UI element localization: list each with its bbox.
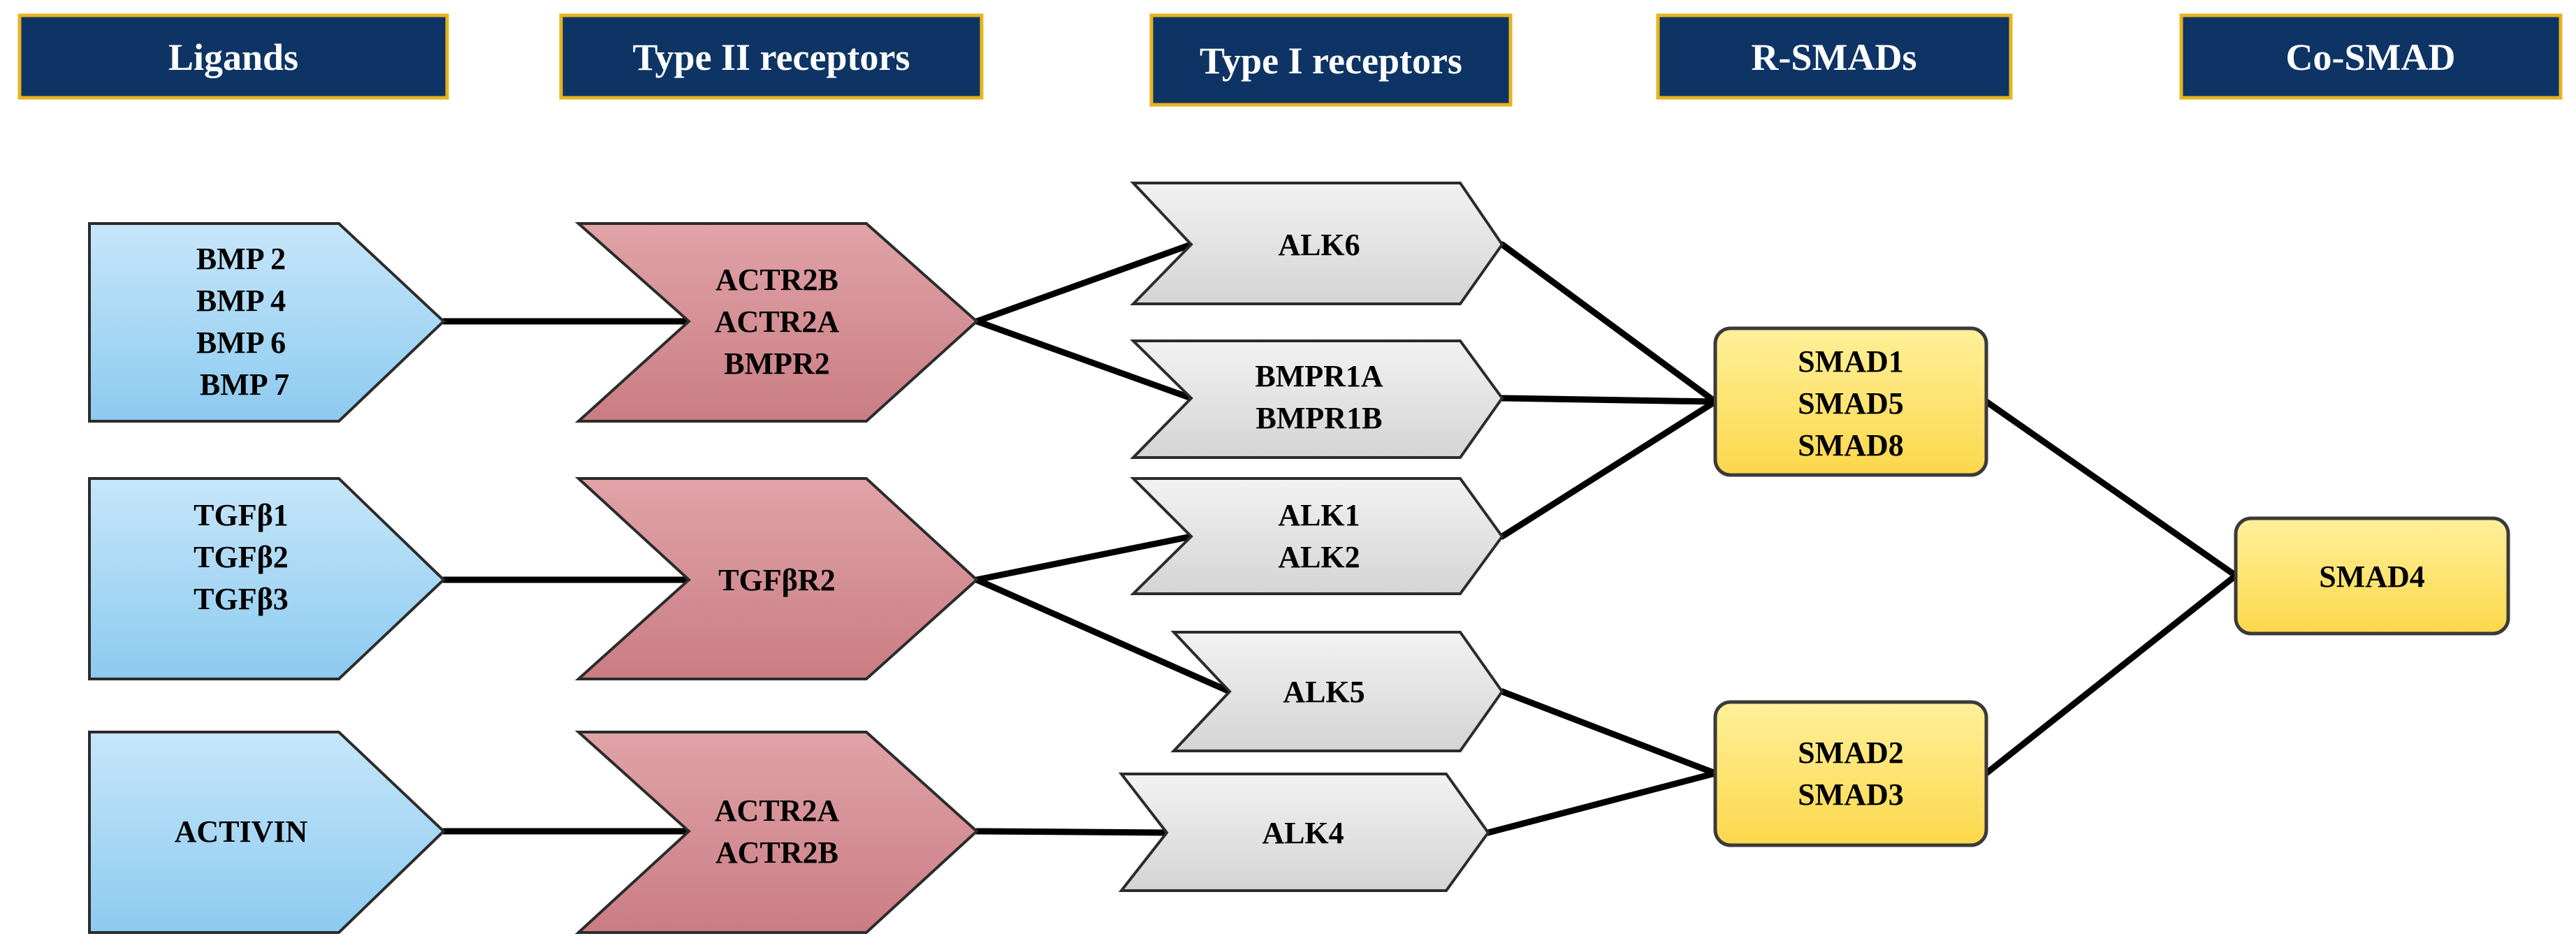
node-r2-tgfb-shape [574, 477, 979, 680]
header-ligands-box [17, 13, 449, 100]
node-r2-activin-line-1: ACTR2A [715, 794, 840, 828]
node-r1-alk12-line-1: ALK1 [1278, 498, 1360, 532]
node-r1-alk4-line-1: ALK4 [1262, 816, 1344, 850]
edge-r2-tgfb-to-r1-alk5 [973, 576, 1233, 695]
node-lig-bmp-line-4: BMP 7 [200, 367, 289, 402]
node-r1-alk4: ALK4 [1118, 773, 1490, 892]
edge-r1-alk5-to-rs-23 [1499, 688, 1719, 777]
node-rs-23-line-2: SMAD3 [1798, 777, 1904, 812]
edge-r1-alk4-to-rs-23 [1485, 770, 1719, 836]
header-type1-label: Type I receptors [1200, 40, 1462, 82]
node-lig-tgfb-shape [88, 477, 446, 680]
node-r2-bmp: ACTR2B ACTR2A BMPR2 [574, 222, 979, 423]
node-r1-alk12: ALK1 ALK2 [1130, 477, 1504, 595]
header-type2-label: Type II receptors [633, 36, 910, 78]
node-lig-bmp-line-1: BMP 2 [196, 242, 286, 276]
node-r1-alk5: ALK5 [1170, 631, 1504, 752]
node-r2-bmp-line-1: ACTR2B [715, 263, 838, 297]
header-cosmad: Co-SMAD [2179, 13, 2563, 100]
node-lig-bmp-line-3: BMP 6 [196, 326, 286, 360]
edge-r2-tgfb-to-r1-alk12 [973, 533, 1195, 583]
node-r2-bmp-line-3: BMPR2 [724, 346, 830, 381]
header-cosmad-box [2179, 13, 2563, 100]
node-co-smad4: SMAD4 [2234, 516, 2510, 636]
header-type2-box [559, 13, 984, 100]
header-cosmad-label: Co-SMAD [2286, 36, 2456, 78]
node-lig-activin-shape [88, 731, 446, 934]
node-r1-alk12-shape [1130, 477, 1504, 595]
node-lig-tgfb-line-2: TGFβ2 [194, 540, 289, 574]
node-r2-tgfb: TGFβR2 [574, 477, 979, 680]
node-r1-alk12-line-2: ALK2 [1278, 540, 1360, 574]
node-lig-tgfb-line-1: TGFβ1 [194, 498, 289, 532]
connections [440, 241, 2239, 836]
header-type2: Type II receptors [559, 13, 984, 100]
header-rsmads: R-SMADs [1656, 13, 2013, 100]
edge-rs-158-to-co-smad4 [1983, 398, 2239, 579]
node-co-smad4-shape [2234, 516, 2510, 636]
edge-r2-bmp-to-r1-alk6 [973, 241, 1195, 325]
node-r1-bmpr1-shape [1130, 339, 1504, 459]
node-rs-23-shape [1713, 700, 1988, 847]
edge-rs-23-to-co-smad4 [1983, 572, 2239, 777]
node-r2-activin-shape [574, 731, 979, 934]
node-r1-alk6-shape [1130, 182, 1504, 305]
node-r1-alk4-shape [1118, 773, 1490, 892]
header-rsmads-box [1656, 13, 2013, 100]
edge-r2-activin-to-r1-alk4 [973, 828, 1170, 836]
column-headers: Ligands Type II receptors Type I recepto… [17, 13, 2563, 107]
node-r2-activin-line-2: ACTR2B [715, 835, 838, 870]
node-r1-alk5-shape [1170, 631, 1504, 752]
header-ligands-label: Ligands [168, 36, 298, 78]
node-rs-158: SMAD1 SMAD5 SMAD8 [1713, 326, 1988, 477]
node-lig-bmp-line-2: BMP 4 [196, 284, 286, 318]
node-r1-alk6: ALK6 [1130, 182, 1504, 305]
node-r1-bmpr1: BMPR1A BMPR1B [1130, 339, 1504, 459]
header-type1-box [1149, 13, 1513, 107]
edge-r1-alk6-to-rs-158 [1499, 241, 1719, 405]
node-rs-23-line-1: SMAD2 [1798, 736, 1904, 770]
node-lig-bmp: BMP 2 BMP 4 BMP 6 BMP 7 [88, 222, 446, 423]
node-lig-tgfb: TGFβ1 TGFβ2 TGFβ3 [88, 477, 446, 680]
node-lig-activin: ACTIVIN [88, 731, 446, 934]
header-rsmads-label: R-SMADs [1752, 36, 1917, 78]
edge-r1-alk12-to-rs-158 [1499, 398, 1719, 540]
node-r1-alk6-line-1: ALK6 [1278, 228, 1360, 262]
edge-r2-bmp-to-r1-bmpr1 [973, 318, 1195, 402]
node-rs-158-line-2: SMAD5 [1798, 386, 1904, 421]
edge-r1-bmpr1-to-rs-158 [1499, 395, 1719, 405]
node-r2-bmp-line-2: ACTR2A [715, 305, 840, 339]
nodes: BMP 2 BMP 4 BMP 6 BMP 7 TGFβ1 TGFβ2 TGFβ… [88, 182, 2510, 934]
node-rs-158-line-3: SMAD8 [1798, 428, 1904, 462]
node-co-smad4-line-1: SMAD4 [2319, 560, 2425, 594]
node-rs-158-shape [1713, 326, 1988, 477]
header-type1: Type I receptors [1149, 13, 1513, 107]
node-rs-158-line-1: SMAD1 [1798, 344, 1904, 379]
node-lig-tgfb-line-3: TGFβ3 [194, 582, 289, 616]
node-r2-bmp-shape [574, 222, 979, 423]
node-r1-bmpr1-line-1: BMPR1A [1255, 359, 1383, 393]
node-r1-alk5-line-1: ALK5 [1283, 675, 1365, 709]
node-lig-bmp-shape [88, 222, 446, 423]
node-r2-activin: ACTR2A ACTR2B [574, 731, 979, 934]
node-lig-activin-line-1: ACTIVIN [175, 814, 308, 849]
node-r1-bmpr1-line-2: BMPR1B [1256, 401, 1383, 435]
header-ligands: Ligands [17, 13, 449, 100]
node-rs-23: SMAD2 SMAD3 [1713, 700, 1988, 847]
node-r2-tgfb-line-1: TGFβR2 [718, 563, 835, 597]
